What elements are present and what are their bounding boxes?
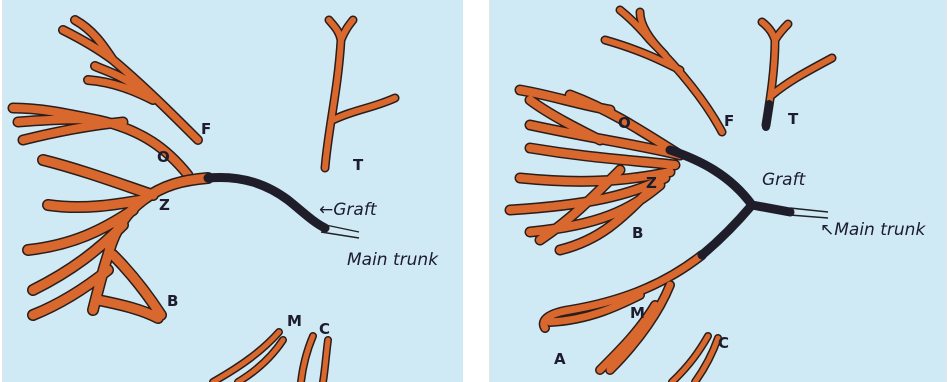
right-label-t: T [788,112,798,127]
right-graft-section [670,150,790,255]
left-diagram-panel: F O Z B T M C ←Graft Main trunk [2,0,464,382]
left-tree-drawing [3,0,463,382]
right-label-c: C [718,336,729,351]
right-branch-o-z-b [510,90,680,250]
right-main-trunk [790,208,828,218]
right-twig-c [672,336,718,382]
left-label-main-trunk: Main trunk [347,252,438,269]
right-diagram-panel: O F T Z B M A C Graft ↖Main trunk [489,0,947,382]
panel-gap [463,0,488,382]
left-label-c: C [319,322,330,337]
right-label-z: Z [646,176,657,191]
left-label-m: M [287,314,302,329]
left-twig-t [325,20,395,168]
left-label-o: O [157,150,170,165]
right-label-o: O [618,116,631,131]
left-branch-z-b [28,160,208,318]
right-label-graft: Graft [762,172,805,189]
right-branch-m-a [544,255,702,370]
right-label-b: B [632,226,643,241]
right-label-f: F [724,114,734,129]
left-twig-m-c [213,332,328,382]
left-label-t: T [353,158,363,173]
right-label-m: M [630,306,645,321]
right-label-main-trunk: ↖Main trunk [820,222,925,239]
left-graft-section [208,177,325,228]
left-label-z: Z [159,198,170,213]
left-label-graft: ←Graft [319,202,376,219]
left-label-b: B [167,294,178,309]
right-tree-drawing [490,0,946,382]
right-label-a: A [554,352,566,367]
left-label-f: F [201,122,211,137]
